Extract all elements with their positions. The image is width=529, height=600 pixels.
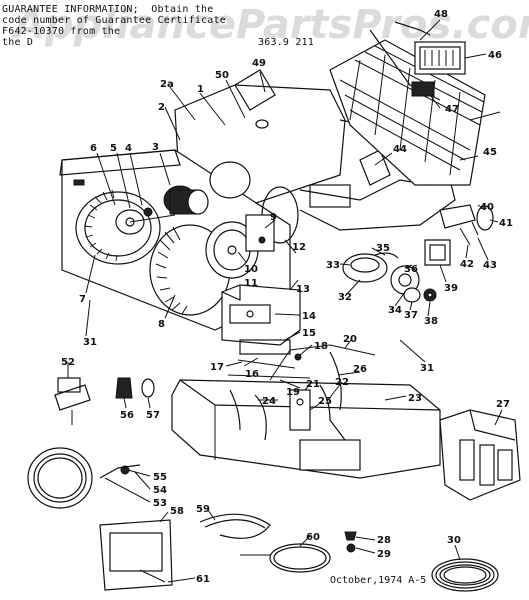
callout-7: 7: [79, 294, 86, 305]
callout-2: 2: [158, 102, 165, 113]
callout-25: 25: [318, 396, 332, 407]
guarantee-info-line-4: the D: [2, 37, 34, 48]
callout-3: 3: [152, 142, 159, 153]
callout-14: 14: [302, 311, 316, 322]
callout-43: 43: [483, 260, 497, 271]
callout-36: 36: [404, 264, 418, 275]
ring-knob: [27, 447, 141, 509]
callout-34: 34: [388, 305, 402, 316]
screws: [344, 531, 357, 553]
callout-31-left: 31: [83, 337, 97, 348]
light-socket-assembly: [342, 252, 437, 303]
callout-45: 45: [483, 147, 497, 158]
callout-13: 13: [296, 284, 310, 295]
callout-1: 1: [197, 84, 204, 95]
callout-labels: 48 46 47 45 44 49 50 1 2a 2 3 4 5 6 7 8 …: [61, 9, 513, 585]
callout-33: 33: [326, 260, 340, 271]
callout-17: 17: [210, 362, 224, 373]
callout-35: 35: [376, 243, 390, 254]
diagram-code: 363.9 211: [258, 37, 314, 48]
callout-22: 22: [335, 377, 349, 388]
duct-assembly: [171, 344, 441, 479]
bracket: [424, 239, 451, 266]
callout-38: 38: [424, 316, 438, 327]
callout-30: 30: [447, 535, 461, 546]
callout-57: 57: [146, 410, 160, 421]
wires: [199, 513, 499, 592]
guarantee-info-line-1: GUARANTEE INFORMATION; Obtain the: [2, 4, 214, 15]
callout-41: 41: [499, 218, 513, 229]
callout-60: 60: [306, 532, 320, 543]
callout-11: 11: [244, 278, 258, 289]
callout-10: 10: [244, 264, 258, 275]
motor: [143, 185, 209, 217]
callout-55: 55: [153, 472, 167, 483]
callout-15: 15: [302, 328, 316, 339]
receptacle: [439, 204, 494, 246]
callout-39: 39: [444, 283, 458, 294]
callout-53: 53: [153, 498, 167, 509]
control-panel: [99, 519, 173, 591]
callout-31-right: 31: [420, 363, 434, 374]
callout-24: 24: [262, 396, 276, 407]
callout-29: 29: [377, 549, 391, 560]
power-unit: [439, 409, 521, 501]
guarantee-info-line-3: F642-10370 from the: [2, 26, 121, 37]
grille-assembly: [329, 21, 501, 186]
callout-20: 20: [343, 334, 357, 345]
guarantee-info-line-2: code number of Guarantee Certificate: [2, 15, 226, 26]
callout-50: 50: [215, 70, 229, 81]
callout-48: 48: [434, 9, 448, 20]
callout-46: 46: [488, 50, 502, 61]
callout-6: 6: [90, 143, 97, 154]
callout-56: 56: [120, 410, 134, 421]
blower-wheel-right: [149, 161, 299, 316]
callout-21: 21: [306, 379, 320, 390]
small-parts-left: [54, 377, 155, 425]
callout-58: 58: [170, 506, 184, 517]
callout-28: 28: [377, 535, 391, 546]
callout-54: 54: [153, 485, 167, 496]
callout-23: 23: [408, 393, 422, 404]
callout-9: 9: [270, 212, 277, 223]
switch-box: [221, 284, 302, 369]
callout-59: 59: [196, 504, 210, 515]
callout-18: 18: [314, 341, 328, 352]
callout-40: 40: [480, 202, 494, 213]
callout-27: 27: [496, 399, 510, 410]
callout-42: 42: [460, 259, 474, 270]
callout-32: 32: [338, 292, 352, 303]
callout-37: 37: [404, 310, 418, 321]
callout-44: 44: [393, 144, 407, 155]
callout-12: 12: [292, 242, 306, 253]
callout-47: 47: [445, 104, 459, 115]
footer-date-page: October,1974 A-5: [330, 575, 427, 586]
callout-52: 52: [61, 357, 75, 368]
callout-5: 5: [110, 143, 117, 154]
callout-2a: 2a: [160, 79, 174, 90]
leader-lines: [67, 19, 503, 583]
callout-16: 16: [245, 369, 259, 380]
callout-49: 49: [252, 58, 266, 69]
callout-8: 8: [158, 319, 165, 330]
callout-4: 4: [125, 143, 132, 154]
callout-19: 19: [286, 387, 300, 398]
callout-26: 26: [353, 364, 367, 375]
callout-61: 61: [196, 574, 210, 585]
blower-wheel-left: [75, 189, 176, 265]
